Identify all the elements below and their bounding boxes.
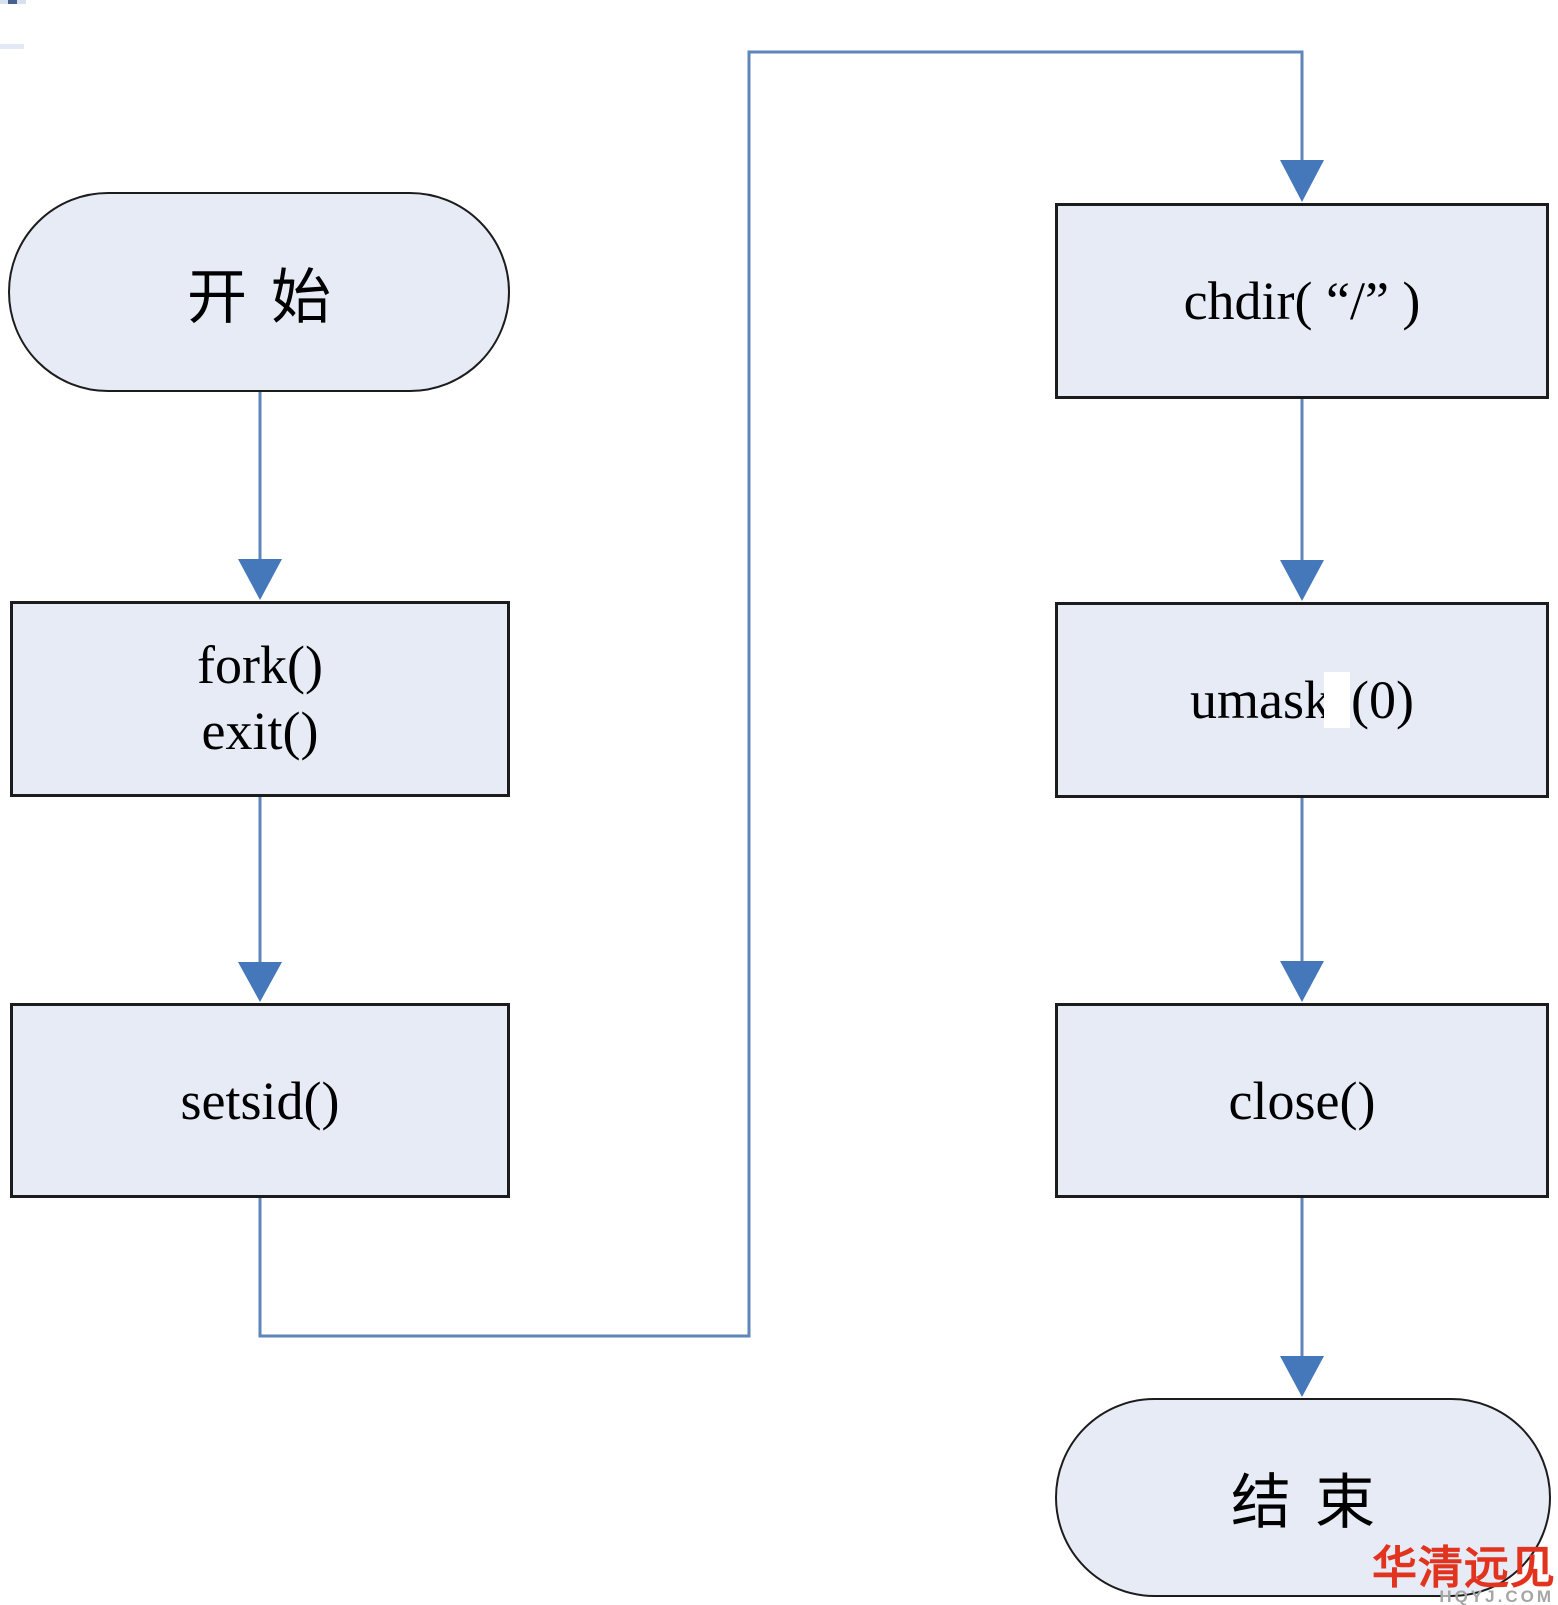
edge-fork-to-setsid (238, 797, 282, 1002)
arrowhead-icon (1280, 961, 1324, 1002)
edge-umask-to-close (1280, 798, 1324, 1002)
edge-close-to-end (1280, 1198, 1324, 1397)
screen-artifact (8, 0, 17, 4)
node-fork-exit: fork() exit() (10, 601, 510, 797)
node-close: close() (1055, 1003, 1549, 1198)
highlight-artifact (1324, 672, 1351, 728)
node-umask-name: umask (1190, 670, 1332, 730)
arrowhead-icon (1280, 160, 1324, 202)
node-fork-label: fork() (197, 635, 323, 696)
node-start-label: 开始 (187, 264, 355, 331)
arrowhead-icon (238, 962, 282, 1002)
node-setsid-label: setsid() (180, 1070, 340, 1131)
watermark-brand: 华清远见 (1371, 1542, 1556, 1593)
node-exit-label: exit() (201, 701, 319, 761)
node-umask-arg: (0) (1351, 670, 1414, 730)
node-end-label: 结束 (1231, 1470, 1399, 1536)
node-chdir: chdir( “/” ) (1055, 203, 1549, 399)
watermark-domain: HQYJ.COM (1439, 1587, 1554, 1605)
node-start: 开始 (8, 192, 510, 392)
node-chdir-label: chdir( “/” ) (1183, 271, 1421, 331)
arrowhead-icon (1280, 1356, 1324, 1397)
edge-chdir-to-umask (1280, 399, 1324, 601)
node-umask-label: umask (0) (1190, 669, 1414, 731)
node-umask: umask (0) (1055, 602, 1549, 798)
node-end: 结束 (1055, 1398, 1551, 1597)
node-close-label: close() (1228, 1070, 1376, 1131)
edge-start-to-fork (238, 392, 282, 600)
node-setsid: setsid() (10, 1003, 510, 1198)
arrowhead-icon (238, 559, 282, 600)
screen-artifact (0, 44, 24, 49)
arrowhead-icon (1280, 560, 1324, 601)
watermark: 华清远见 HQYJ.COM (1372, 1545, 1556, 1605)
